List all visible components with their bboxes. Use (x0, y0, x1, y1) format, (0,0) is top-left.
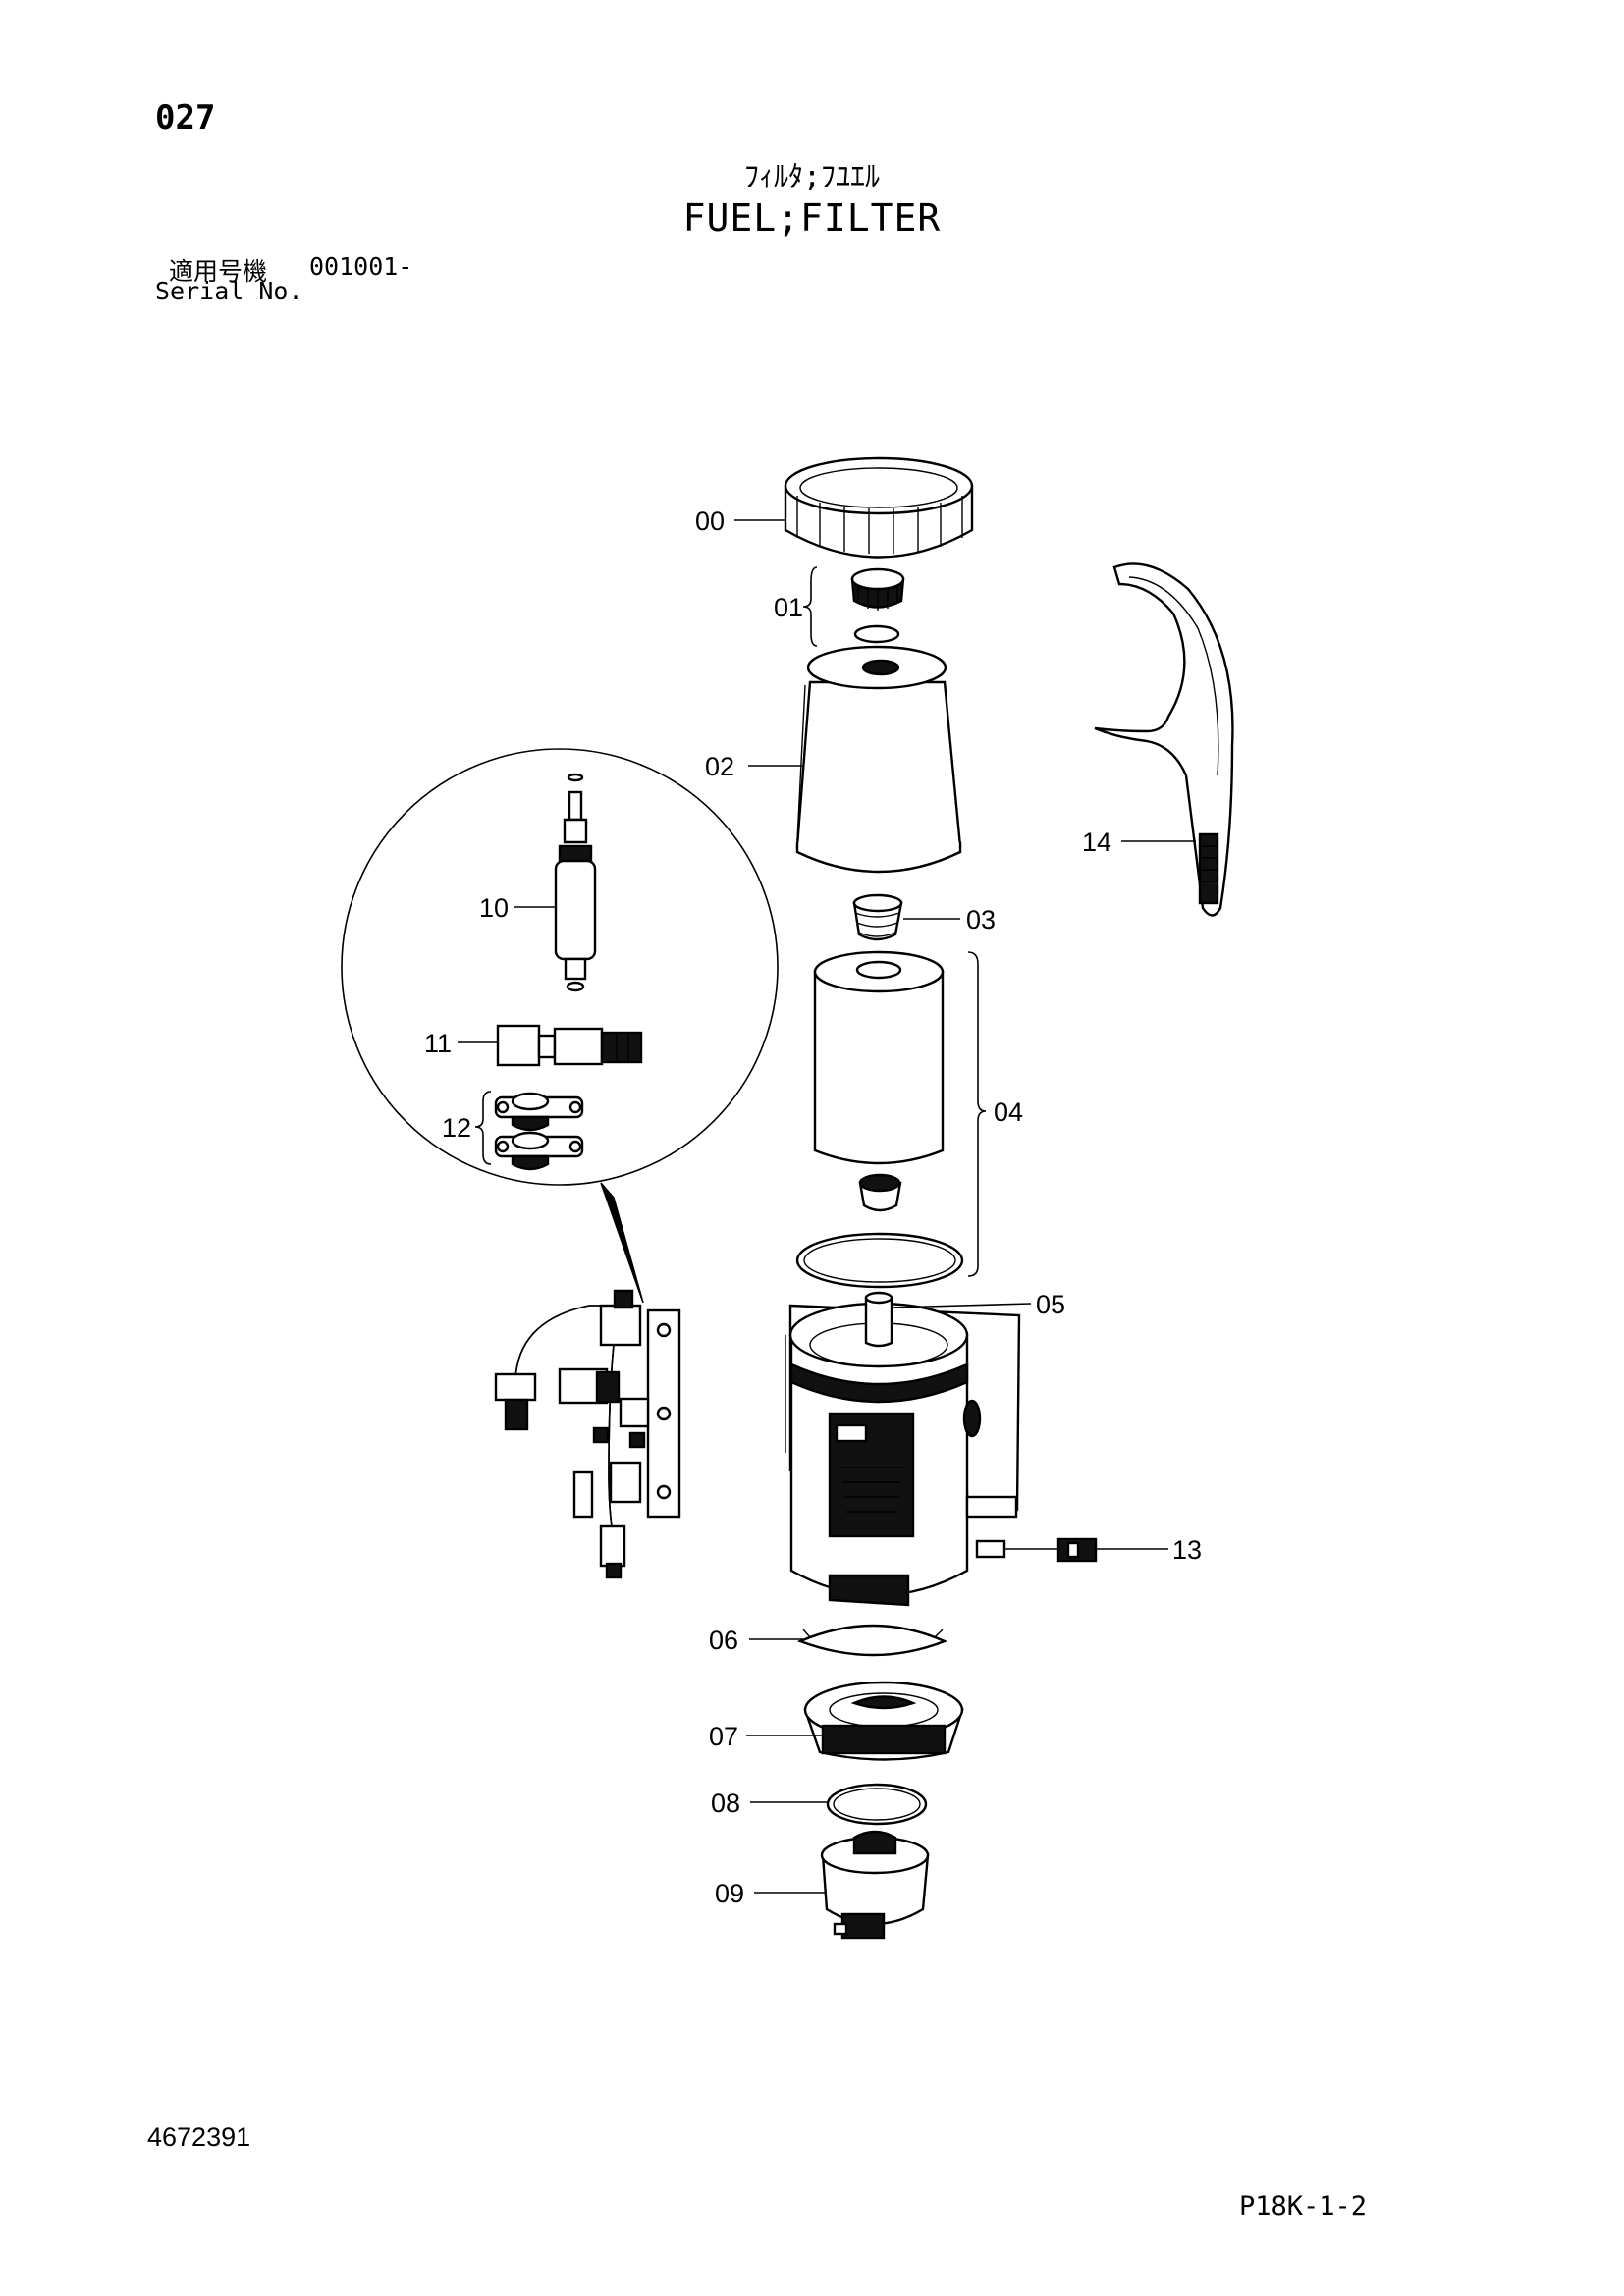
part-14-filter-wrench (1094, 562, 1234, 917)
page-number: 027 (155, 98, 216, 137)
part-12-mounting-brackets (494, 1092, 584, 1171)
part-00-ring-nut (784, 456, 974, 559)
part-07-bowl-ring (803, 1681, 964, 1761)
detail-view-circle (341, 748, 779, 1186)
leader-05 (891, 1303, 1032, 1308)
label-06: 06 (709, 1626, 738, 1655)
installed-assembly-view (494, 1289, 681, 1579)
label-07: 07 (709, 1722, 738, 1751)
part-11-fitting (496, 1024, 643, 1067)
label-03: 03 (966, 905, 996, 934)
part-01-valve-kit (850, 567, 905, 644)
label-10: 10 (479, 893, 509, 923)
label-14: 14 (1082, 828, 1111, 857)
bracket-12 (474, 1091, 492, 1165)
part-05-filter-head (785, 1291, 1021, 1607)
detail-pointer (600, 1182, 644, 1304)
serial-range: 001001- (309, 252, 413, 281)
label-04: 04 (994, 1097, 1023, 1127)
part-06-snap-ring (796, 1624, 948, 1657)
label-12: 12 (442, 1113, 471, 1143)
part-03-spring (852, 893, 903, 941)
title-english: FUEL;FILTER (682, 196, 942, 240)
label-09: 09 (715, 1879, 744, 1908)
label-13: 13 (1172, 1535, 1202, 1565)
title-japanese: ﾌｨﾙﾀ;ﾌﾕｴﾙ (743, 160, 881, 194)
label-02: 02 (705, 752, 734, 781)
part-10-check-valve (554, 773, 597, 992)
serial-label-english: Serial No. (155, 277, 303, 305)
part-02-filter-bowl (795, 645, 962, 874)
bracket-04 (967, 951, 987, 1277)
label-05: 05 (1036, 1290, 1065, 1319)
part-13-sensor (975, 1537, 1098, 1563)
part-08-o-ring (826, 1783, 928, 1826)
serial-label-japanese: 適用号機 (169, 257, 268, 286)
sheet-code: P18K-1-2 (1239, 2191, 1368, 2221)
label-00: 00 (695, 507, 725, 536)
label-01: 01 (774, 593, 803, 622)
document-number: 4672391 (147, 2122, 251, 2152)
label-08: 08 (711, 1789, 740, 1818)
bracket-01 (802, 566, 818, 647)
part-04-filter-element-kit (795, 950, 964, 1289)
label-11: 11 (424, 1029, 452, 1058)
part-09-drain-bowl (820, 1830, 930, 1940)
